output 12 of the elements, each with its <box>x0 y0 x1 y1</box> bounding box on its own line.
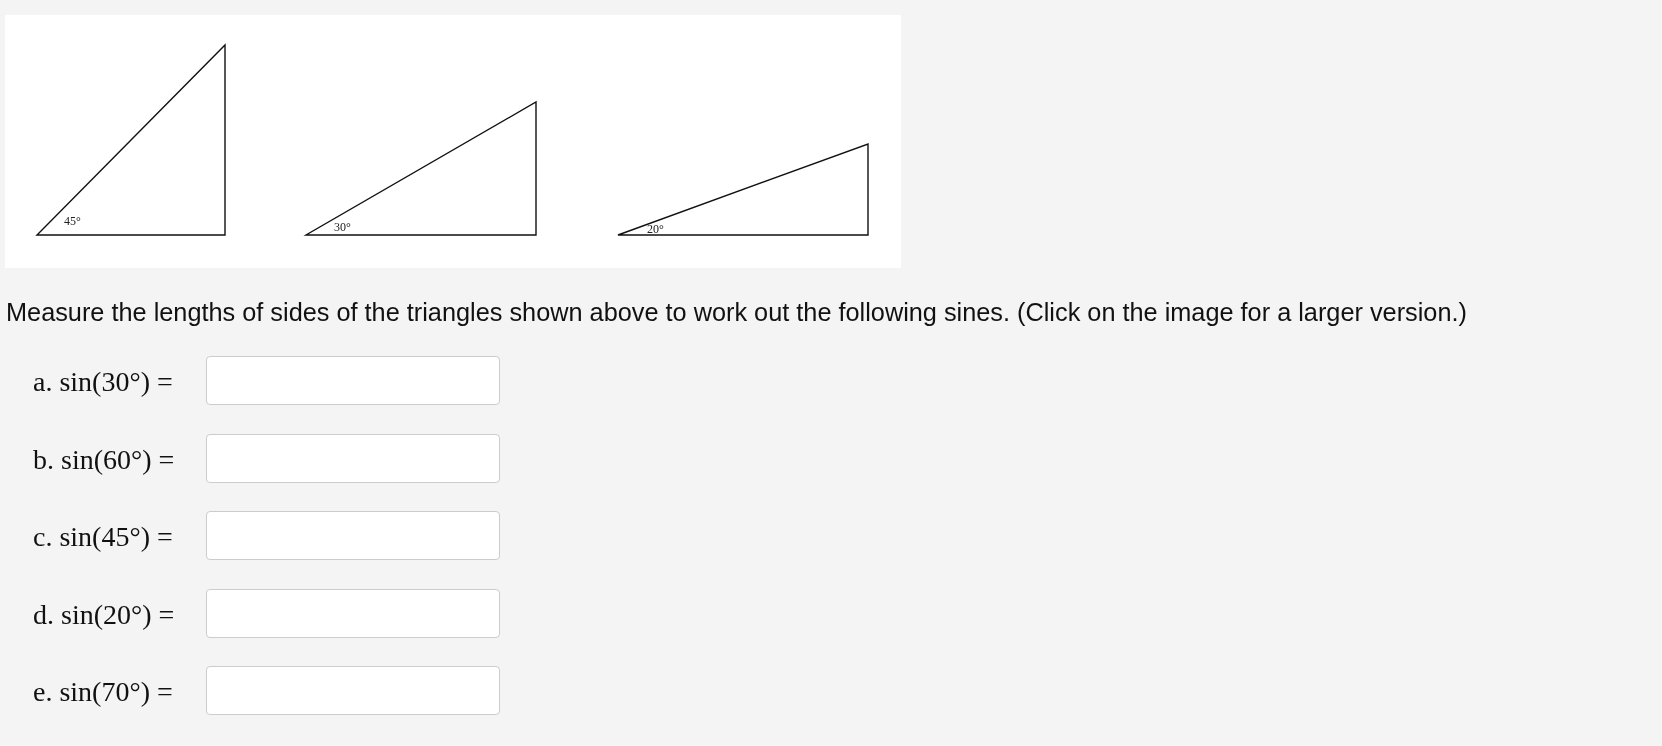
angle-label: 30° <box>334 221 351 234</box>
question-label: c. sin(45°) = <box>33 521 173 553</box>
question-label: a. sin(30°) = <box>33 366 173 398</box>
angle-label: 20° <box>647 223 664 236</box>
right-triangle <box>37 45 229 237</box>
right-triangle <box>306 102 540 237</box>
instruction-text: Measure the lengths of sides of the triangles shown above to work out the following sines. (Click on the image for a larger version.) <box>6 298 1467 327</box>
question-label: d. sin(20°) = <box>33 599 175 631</box>
angle-label: 45° <box>64 215 81 228</box>
question-label: b. sin(60°) = <box>33 444 175 476</box>
right-triangle <box>618 144 872 237</box>
question-label: e. sin(70°) = <box>33 676 173 708</box>
